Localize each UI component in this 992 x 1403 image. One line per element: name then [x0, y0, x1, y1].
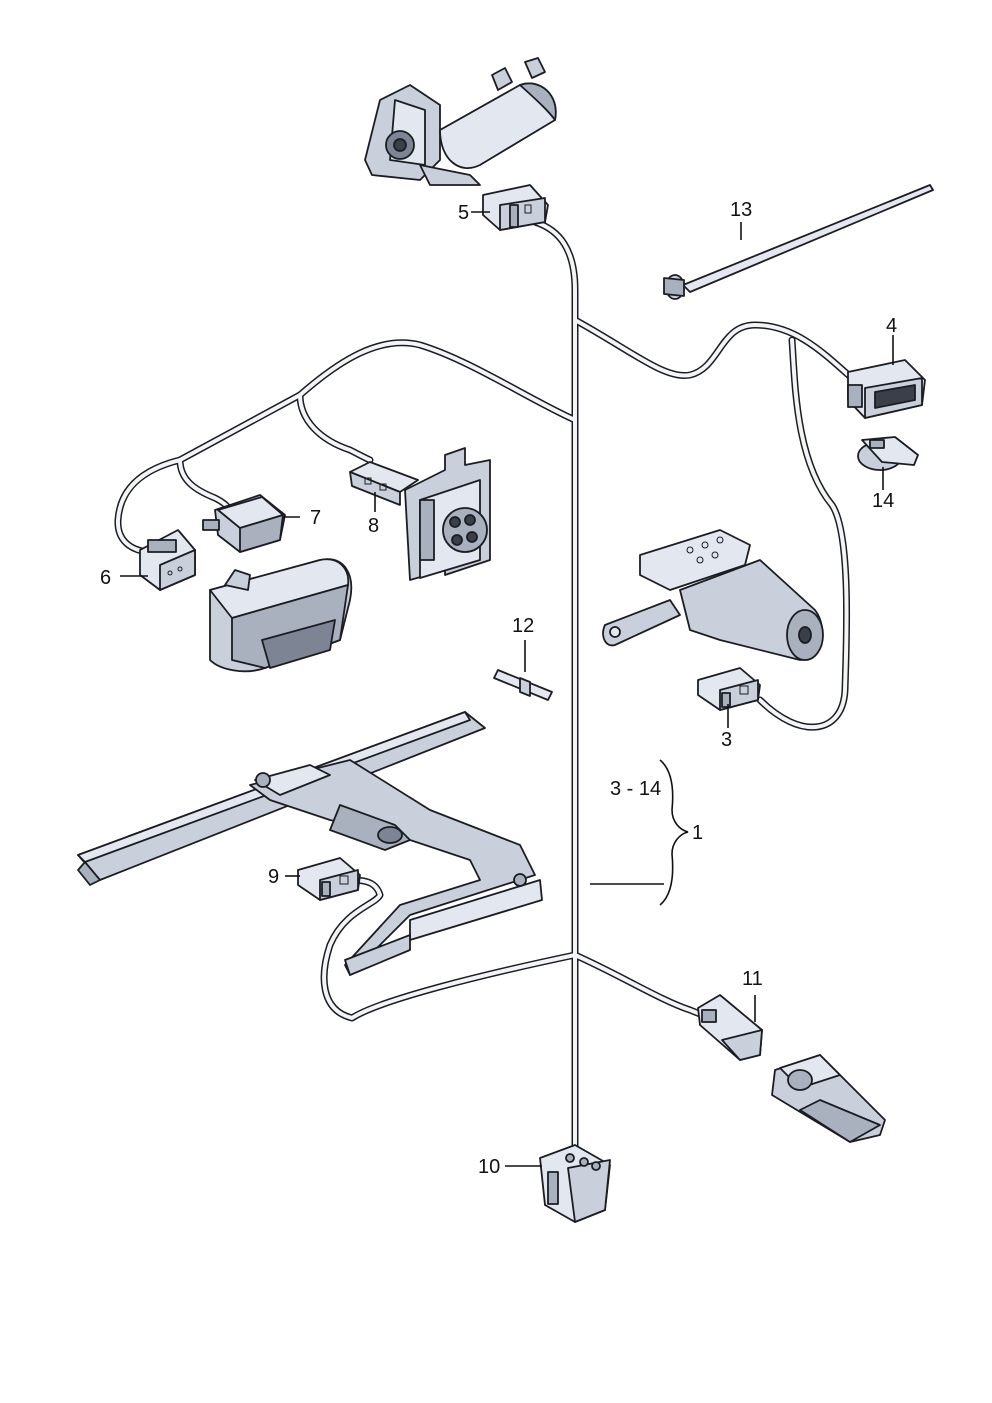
callout-14: 14 [872, 490, 894, 512]
connector-9 [297, 857, 361, 901]
top-seat-motor [364, 57, 557, 186]
connector-7 [202, 494, 286, 553]
part-14 [857, 436, 919, 471]
connector-6 [139, 529, 196, 591]
connector-3 [697, 667, 761, 711]
connector-11 [697, 994, 763, 1061]
cable-tie-13 [663, 184, 934, 300]
callout-10: 10 [478, 1156, 500, 1178]
callout-labels: 5 13 4 14 7 8 6 12 3 3 - 14 1 9 11 10 [100, 199, 897, 1178]
connector-4 [847, 359, 926, 419]
housing-part [771, 1054, 886, 1143]
control-unit [209, 558, 353, 673]
callout-3-14: 3 - 14 [610, 778, 661, 800]
leader-lines [120, 211, 894, 1167]
switch-module [404, 447, 491, 581]
callout-11: 11 [742, 968, 763, 990]
callout-8: 8 [368, 515, 379, 537]
callout-5: 5 [458, 202, 469, 224]
seat-rail-frame [77, 711, 543, 976]
seat-motor-right [602, 529, 824, 661]
connector-5 [482, 184, 549, 231]
callout-12: 12 [512, 615, 534, 637]
connector-10 [539, 1144, 611, 1223]
wiring-harness [114, 218, 864, 1164]
callout-1: 1 [692, 822, 703, 844]
callout-6: 6 [100, 567, 111, 589]
callout-3: 3 [721, 729, 732, 751]
callout-9: 9 [268, 866, 279, 888]
clip-12 [493, 669, 553, 701]
callout-13: 13 [730, 199, 752, 221]
callout-4: 4 [886, 315, 897, 337]
callout-7: 7 [310, 507, 321, 529]
connector-8 [349, 461, 419, 506]
